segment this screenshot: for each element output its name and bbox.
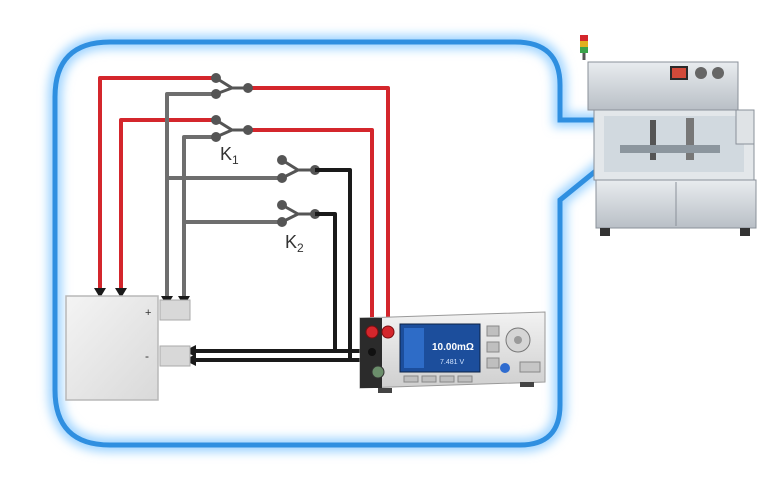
switch-node [211,73,221,83]
battery-terminal-minus [159,345,191,367]
machine-fixture [650,120,656,160]
switch-node [277,200,287,210]
meter-key [486,341,500,353]
signal-tower-red [580,35,588,41]
machine-monitor-screen [672,68,686,78]
meter-key [403,375,419,383]
force-wire-inner-right [248,128,374,326]
meter-screen-side [404,328,424,368]
meter-dial-center [514,336,522,344]
machine-caster [740,228,750,236]
battery-terminal-plus [159,299,191,321]
switch-k2 [277,155,320,227]
switch-node [277,173,287,183]
switch-k1-label: K1 [220,144,239,167]
meter-key [486,325,500,337]
meter-keypad [403,325,500,383]
signal-tower-green [580,47,588,53]
force-arrows [94,288,127,298]
meter-power-button [371,365,385,379]
battery-minus-label: - [145,349,149,363]
meter-key [421,375,437,383]
machine-knob [695,67,707,79]
meter-display-secondary: 7.481 V [440,359,464,366]
meter-foot [378,388,392,393]
meter-enter-button [500,363,510,373]
meter-key [439,375,455,383]
arrow-down [115,288,127,298]
sense-wire-outer [195,168,352,362]
machine-rail [620,145,720,153]
switch-wire-inner [182,135,216,300]
meter-foot [520,382,534,387]
switch-node [211,115,221,125]
switch-node [243,125,253,135]
force-wire-outer-left [98,76,216,292]
arrow-down [94,288,106,298]
machine-probe [686,118,694,160]
callout-frame [48,35,647,452]
meter-terminal-red [381,325,395,339]
force-wires [98,76,390,326]
meter-key [519,361,541,373]
switch-k2-label: K2 [285,232,304,255]
battery-body [65,295,159,401]
battery-box: + - [65,295,191,401]
battery-meter: 10.00mΩ 7.481 V [359,311,546,393]
signal-tower-yellow [580,41,588,47]
switch-node [211,89,221,99]
frame-outline [52,39,643,448]
machine-caster [600,228,610,236]
meter-key [486,357,500,369]
switch-node [277,217,287,227]
battery-plus-label: + [145,307,151,319]
switch-k1 [211,73,253,142]
meter-terminal-red [365,325,379,339]
test-machine [580,35,757,236]
meter-terminal-black [368,348,376,356]
force-wire-outer-right [248,86,390,326]
switch-node [277,155,287,165]
switch-node [243,83,253,93]
sense-wire-inner [195,212,337,353]
machine-knob [712,67,724,79]
switch-node [211,132,221,142]
machine-glass [604,116,744,172]
switch-wires [165,92,282,300]
switch-wire-outer [165,92,216,300]
machine-side-panel [735,109,755,145]
meter-display-value: 10.00mΩ [432,342,474,353]
meter-key [457,375,473,383]
force-wire-inner-left [119,118,216,292]
sense-wires [195,168,368,362]
